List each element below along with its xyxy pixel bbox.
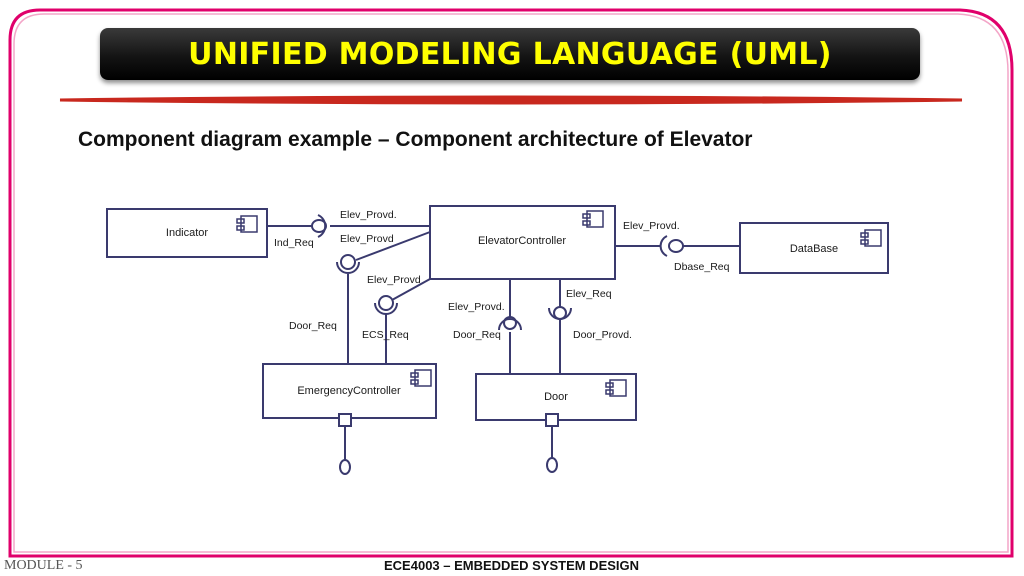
footer-module: MODULE - 5 [4, 558, 83, 573]
title-banner: UNIFIED MODELING LANGUAGE (UML) [100, 28, 920, 80]
slide-subtitle: Component diagram example – Component ar… [78, 128, 753, 151]
component-icon [860, 229, 882, 247]
lollipop-interface [339, 459, 351, 475]
interface-label: Elev_Provd [340, 233, 394, 245]
interface-label: Door_Req [289, 320, 337, 332]
lollipop-interface [546, 457, 558, 473]
lollipop-interface [378, 295, 394, 311]
interface-label: Elev_Req [566, 288, 612, 300]
interface-label: Elev_Provd [367, 274, 421, 286]
socket-interface [498, 318, 522, 331]
socket-interface [336, 261, 360, 274]
interface-label: ECS_Req [362, 329, 409, 341]
lollipop-interface [553, 306, 567, 320]
socket-interface [659, 235, 668, 257]
database-box [739, 222, 889, 274]
emergency-controller-label: EmergencyController [297, 385, 401, 397]
socket-interface [317, 214, 327, 238]
component-icon [410, 369, 432, 387]
socket-interface [548, 307, 572, 320]
interface-label: Elev_Provd. [448, 301, 505, 313]
port-square [338, 413, 352, 427]
title-underline [59, 95, 963, 105]
indicator-label: Indicator [166, 227, 209, 239]
socket-interface [374, 302, 398, 315]
component-icon [605, 379, 627, 397]
port-square [545, 413, 559, 427]
interface-label: Door_Req [453, 329, 501, 341]
interface-label: Dbase_Req [674, 261, 730, 273]
lollipop-interface [503, 316, 517, 330]
component-icon [236, 215, 258, 233]
indicator-box [106, 208, 268, 258]
elevator-controller-label: ElevatorController [478, 235, 566, 247]
footer-course: ECE4003 – EMBEDDED SYSTEM DESIGN [384, 558, 640, 573]
interface-label: Door_Provd. [573, 329, 632, 341]
interface-label: Ind_Req [274, 237, 314, 249]
door-label: Door [544, 391, 568, 403]
database-label: DataBase [790, 243, 838, 255]
component-icon [582, 210, 604, 228]
interface-label: Elev_Provd. [623, 220, 680, 232]
interface-label: Elev_Provd. [340, 209, 397, 221]
elevator-controller-box [429, 205, 616, 280]
slide-title: UNIFIED MODELING LANGUAGE (UML) [188, 36, 832, 72]
lollipop-interface [340, 254, 356, 270]
lollipop-interface [668, 239, 684, 253]
